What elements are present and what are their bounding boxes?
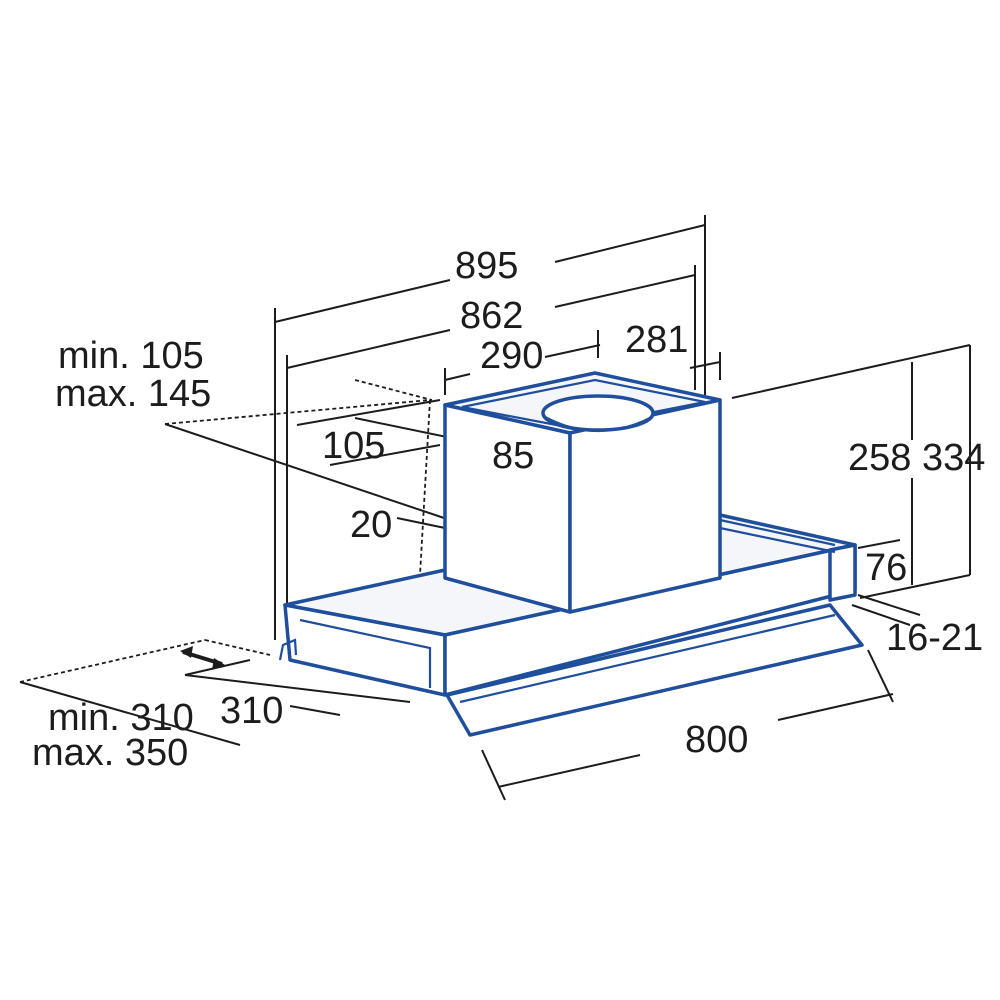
tray-right-cap <box>828 543 857 602</box>
dim-862-label: 862 <box>460 295 523 337</box>
dim-105-label: 105 <box>322 425 385 467</box>
dim-334-label: 334 <box>922 437 985 479</box>
dim-258-label: 258 <box>848 437 911 479</box>
dim-281-label: 281 <box>625 319 688 361</box>
dim-max-145-label: max. 145 <box>55 373 211 415</box>
dim-16-21-label: 16-21 <box>886 617 983 659</box>
dim-min-310-label: min. 310 <box>48 697 194 739</box>
dim-290-label: 290 <box>480 335 543 377</box>
dim-800-label: 800 <box>685 719 748 761</box>
chimney-front-face <box>568 398 722 614</box>
slide-arrow-icon <box>180 646 225 670</box>
left-hook <box>278 638 298 661</box>
dim-max-350-label: max. 350 <box>32 732 188 774</box>
dim-310-label: 310 <box>220 690 283 732</box>
dim-min-105-label: min. 105 <box>58 335 204 377</box>
dimension-lines <box>19 215 971 801</box>
dimension-labels: 895 862 290 281 min. 105 max. 145 105 85… <box>32 245 985 774</box>
dim-20-label: 20 <box>350 504 392 546</box>
slide-out-visor <box>445 603 864 737</box>
dim-895-label: 895 <box>455 245 518 287</box>
dim-85-label: 85 <box>492 435 534 477</box>
hood-body <box>278 371 864 737</box>
dim-76-label: 76 <box>865 547 907 589</box>
